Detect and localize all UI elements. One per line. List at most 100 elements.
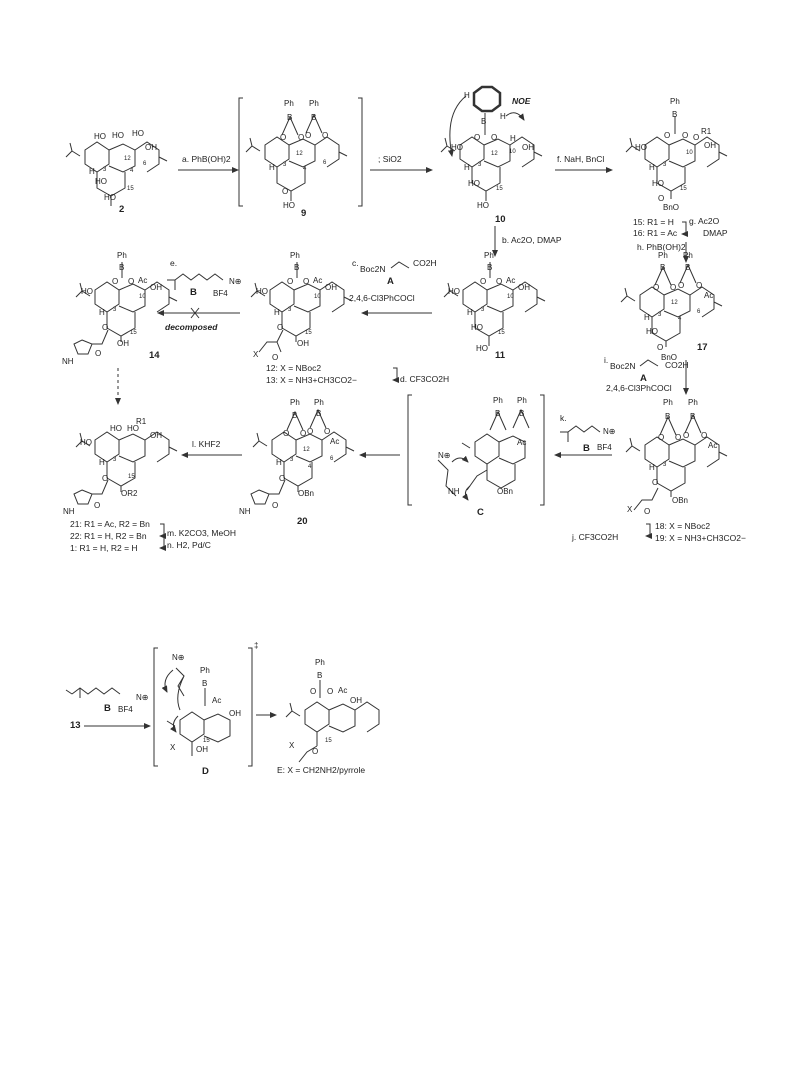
svg-text:3: 3 xyxy=(481,307,485,313)
svg-text:H: H xyxy=(500,112,506,121)
svg-text:OH: OH xyxy=(117,339,129,348)
svg-text:H: H xyxy=(99,308,105,317)
svg-text:2: 2 xyxy=(119,204,124,215)
reagent-e: e. xyxy=(170,258,177,268)
svg-text:B: B xyxy=(294,263,299,272)
svg-text:O: O xyxy=(683,431,689,440)
svg-text:10: 10 xyxy=(507,294,514,300)
svg-text:B: B xyxy=(190,287,197,298)
svg-text:Boc2N: Boc2N xyxy=(610,361,636,371)
svg-text:15: 15 xyxy=(128,474,135,480)
svg-text:Ph: Ph xyxy=(670,97,680,106)
svg-text:14: 14 xyxy=(149,350,160,361)
svg-text:O: O xyxy=(102,323,108,332)
svg-text:B: B xyxy=(292,411,297,420)
reagent-c: c. xyxy=(352,258,359,268)
reagent-h: h. PhB(OH)2 xyxy=(637,242,686,252)
svg-text:Ph: Ph xyxy=(284,99,294,108)
svg-text:R1: R1 xyxy=(701,127,712,136)
svg-text:B: B xyxy=(481,117,486,126)
svg-text:B: B xyxy=(316,409,321,418)
svg-text:HO: HO xyxy=(94,132,106,141)
compound-D-structure: N⊕ Ph B Ac OH X OH 15 ‡ D xyxy=(153,641,258,777)
svg-text:R1: R1 xyxy=(136,417,147,426)
svg-text:HO: HO xyxy=(283,201,295,210)
svg-text:6: 6 xyxy=(697,309,701,315)
svg-text:H: H xyxy=(89,167,95,176)
svg-text:N⊕: N⊕ xyxy=(172,653,184,662)
svg-text:HO: HO xyxy=(468,179,480,188)
compound-E-structure: Ph B O O Ac OH X O 15 E: X = CH2NH2/pyrr… xyxy=(277,658,380,775)
svg-text:HO: HO xyxy=(110,424,122,433)
svg-text:HO: HO xyxy=(471,323,483,332)
svg-text:N⊕: N⊕ xyxy=(136,693,148,702)
svg-text:OH: OH xyxy=(150,431,162,440)
reagent-n: n. H2, Pd/C xyxy=(167,540,211,550)
svg-text:B: B xyxy=(583,443,590,454)
svg-text:3: 3 xyxy=(658,312,662,318)
note-19: 19: X = NH3+CH3CO2− xyxy=(655,533,746,543)
svg-text:OH: OH xyxy=(229,709,241,718)
svg-text:Ph: Ph xyxy=(314,398,324,407)
svg-text:BnO: BnO xyxy=(663,203,679,212)
reagent-i: i. xyxy=(604,355,608,365)
svg-text:15: 15 xyxy=(498,330,505,336)
svg-text:O: O xyxy=(102,474,108,483)
reagent-f: f. NaH, BnCl xyxy=(557,154,604,164)
svg-text:6: 6 xyxy=(330,456,334,462)
svg-text:OH: OH xyxy=(145,143,157,152)
failed-reaction-cross xyxy=(190,307,200,319)
svg-text:CO2H: CO2H xyxy=(413,258,437,268)
svg-text:20: 20 xyxy=(297,516,308,527)
svg-text:OH: OH xyxy=(518,283,530,292)
svg-text:Ph: Ph xyxy=(117,251,127,260)
svg-text:10: 10 xyxy=(495,214,506,225)
svg-text:O: O xyxy=(300,429,306,438)
svg-text:Ac: Ac xyxy=(517,438,526,447)
svg-text:HO: HO xyxy=(80,438,92,447)
svg-text:O: O xyxy=(701,431,707,440)
svg-text:‡: ‡ xyxy=(254,641,258,650)
svg-text:Ph: Ph xyxy=(315,658,325,667)
svg-text:O: O xyxy=(322,131,328,140)
svg-text:HO: HO xyxy=(448,287,460,296)
svg-text:10: 10 xyxy=(509,149,516,155)
svg-text:15: 15 xyxy=(130,330,137,336)
svg-text:O: O xyxy=(678,281,684,290)
svg-text:HO: HO xyxy=(95,177,107,186)
svg-text:B: B xyxy=(495,409,500,418)
svg-text:O: O xyxy=(128,277,134,286)
svg-text:O: O xyxy=(474,133,480,142)
svg-text:OH: OH xyxy=(325,283,337,292)
svg-text:HO: HO xyxy=(646,327,658,336)
note-21: 21: R1 = Ac, R2 = Bn xyxy=(70,519,150,529)
svg-text:O: O xyxy=(664,131,670,140)
svg-text:H: H xyxy=(644,313,650,322)
svg-text:HO: HO xyxy=(652,179,664,188)
svg-text:H: H xyxy=(510,134,516,143)
reagent-sio2: ; SiO2 xyxy=(378,154,402,164)
svg-text:CO2H: CO2H xyxy=(665,360,689,370)
svg-text:B: B xyxy=(202,679,207,688)
svg-text:O: O xyxy=(652,478,658,487)
svg-text:3: 3 xyxy=(103,167,107,173)
svg-text:HO: HO xyxy=(477,201,489,210)
svg-text:6: 6 xyxy=(143,161,147,167)
decomposed-label: decomposed xyxy=(165,322,218,332)
svg-text:OH: OH xyxy=(522,143,534,152)
note-E: E: X = CH2NH2/pyrrole xyxy=(277,765,365,775)
svg-text:OBn: OBn xyxy=(298,489,314,498)
svg-text:O: O xyxy=(272,501,278,510)
svg-text:NH: NH xyxy=(63,507,75,516)
svg-text:O: O xyxy=(277,323,283,332)
svg-text:B: B xyxy=(119,263,124,272)
svg-text:Ph: Ph xyxy=(309,99,319,108)
svg-text:O: O xyxy=(682,131,688,140)
svg-text:O: O xyxy=(696,281,702,290)
svg-text:3: 3 xyxy=(663,462,667,468)
svg-text:3: 3 xyxy=(290,457,294,463)
svg-text:X: X xyxy=(289,741,295,750)
svg-text:Ac: Ac xyxy=(506,276,515,285)
svg-text:A: A xyxy=(640,373,647,384)
svg-text:HO: HO xyxy=(112,131,124,140)
